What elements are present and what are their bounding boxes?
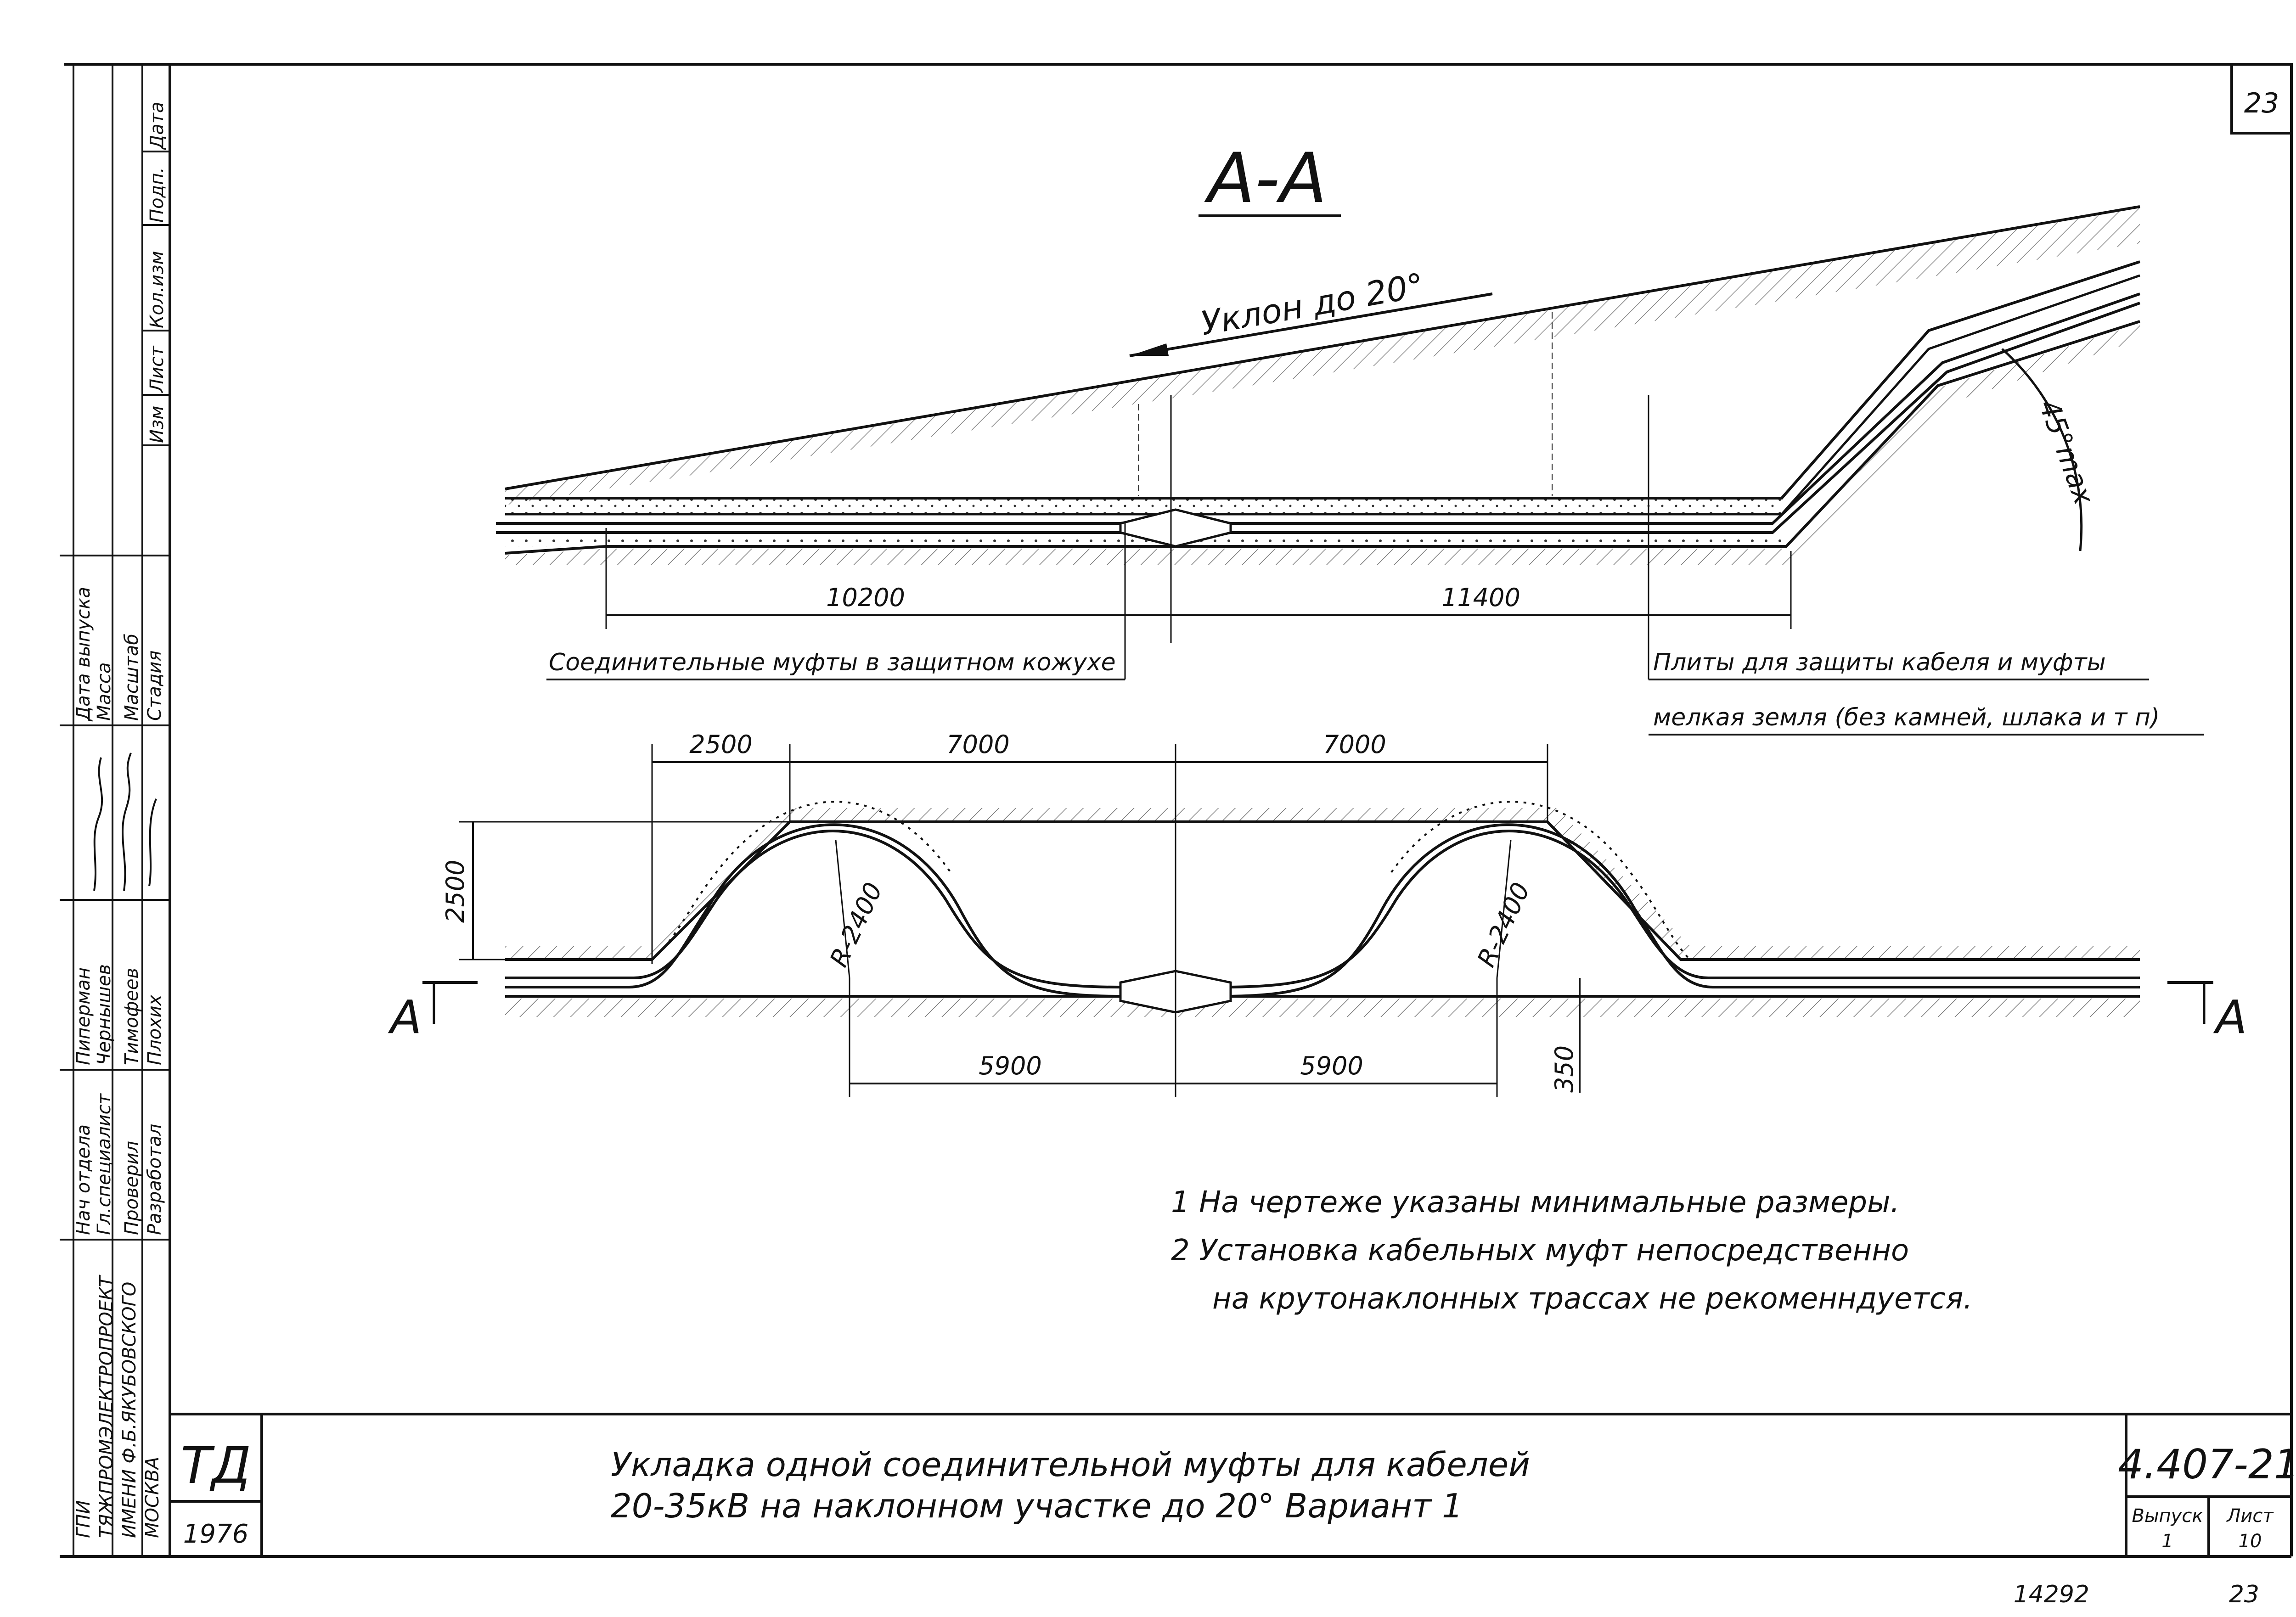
org-line1: ГПИ	[73, 1500, 94, 1538]
side-stamp	[60, 64, 171, 1556]
title-block	[170, 1413, 2291, 1556]
radius-left: R-2400	[824, 878, 888, 971]
side-stamp-text: Разработал Плохих Проверил Тимофеев Гл.с…	[73, 101, 168, 1235]
slope-arrow	[1129, 292, 1493, 357]
stamp-role-2: Проверил	[121, 1141, 142, 1235]
dim-10200: 10200	[826, 583, 905, 612]
footer-right-number: 23	[2229, 1581, 2259, 1608]
angle-arc	[2001, 348, 2083, 551]
dim-5900-right: 5900	[1300, 1051, 1363, 1080]
stamp-name-4: Пиперман	[73, 967, 94, 1065]
dim-2500-v: 2500	[441, 860, 470, 923]
label-couplings: Соединительные муфты в защитном кожухе	[549, 649, 1116, 676]
stamp-name-1: Плохих	[144, 994, 165, 1065]
cable-line	[496, 292, 2140, 525]
drawing-title-line2: 20-35кВ на наклонном участке до 20° Вари…	[611, 1487, 1463, 1525]
org-line4: МОСКВА	[142, 1457, 163, 1538]
stamp-name-3: Чернышев	[94, 964, 115, 1065]
rev-date: Дата	[146, 101, 168, 150]
rev-list: Лист	[146, 345, 168, 393]
lower-view: 2500 7000 7000 2500 R-2400 R-2400 5900 5…	[388, 730, 2247, 1097]
drawing-title-line1: Укладка одной соединительной муфты для к…	[611, 1445, 1530, 1484]
dim-2500-h: 2500	[689, 730, 752, 759]
note-1: 1 На чертеже указаны минимальные размеры…	[1171, 1185, 1900, 1219]
year: 1976	[183, 1519, 249, 1549]
rev-podp: Подп.	[146, 167, 168, 223]
dim-5900-left: 5900	[979, 1051, 1041, 1080]
section-mark-right: А	[2213, 990, 2247, 1044]
section-mark-left: А	[388, 990, 422, 1044]
dim-11400: 11400	[1441, 583, 1520, 612]
notes: 1 На чертеже указаны минимальные размеры…	[1171, 1185, 1973, 1316]
ground-hatch-top	[505, 808, 2140, 960]
dim-7000-left: 7000	[946, 730, 1009, 759]
stamp-col-mass: Масса	[94, 662, 115, 721]
label-soil: мелкая земля (без камней, шлака и т п)	[1653, 704, 2160, 731]
org-line3: ИМЕНИ Ф.Б.ЯКУБОВСКОГО	[119, 1282, 140, 1538]
issue-label: Выпуск	[2132, 1505, 2203, 1527]
trench-bottom	[505, 320, 2140, 555]
section-title: А-А	[1204, 139, 1327, 219]
footer-left-number: 14292	[2014, 1581, 2089, 1608]
radius-line	[835, 840, 850, 978]
sheet-label: Лист	[2226, 1505, 2274, 1527]
plate-line	[1390, 801, 1691, 960]
stamp-col-stage: Стадия	[144, 651, 165, 721]
signature	[122, 752, 132, 891]
plate-line	[651, 801, 951, 960]
stamp-col-date: Дата выпуска	[73, 587, 94, 722]
stamp-role-1: Разработал	[144, 1124, 165, 1235]
stamp-col-scale: Масштаб	[121, 634, 142, 721]
org-line2: ТЯЖПРОМЭЛЕКТРОПРОЕКТ	[96, 1274, 117, 1538]
slope-surface	[505, 205, 2140, 490]
stamp-role-3: Гл.специалист	[94, 1093, 115, 1235]
signature	[148, 798, 157, 887]
dim-7000-right: 7000	[1323, 730, 1386, 759]
stamp-role-4: Нач отдела	[73, 1124, 94, 1235]
drawing-code: 4.407-21	[2118, 1441, 2296, 1488]
issue-value: 1	[2161, 1531, 2173, 1552]
label-plates: Плиты для защиты кабеля и муфты	[1653, 649, 2106, 676]
sheet-value: 10	[2239, 1531, 2262, 1552]
logo: ТД	[180, 1436, 251, 1495]
signature	[93, 757, 103, 891]
coupling-casing	[1119, 508, 1232, 548]
radius-right: R-2400	[1472, 878, 1536, 971]
plate-bottom-line	[505, 274, 2140, 516]
ground-hatch-bottom	[505, 999, 2140, 1017]
slope-label: Уклон до 20°	[1198, 266, 1427, 343]
slope-hatch	[505, 207, 2140, 505]
upper-view: Уклон до 20° 45°max 10200 11400 Соединит…	[496, 205, 2204, 736]
radius-line	[1496, 840, 1512, 978]
note-3: на крутонаклонных трассах не рекоменндуе…	[1212, 1282, 1973, 1316]
rev-kol: Кол.изм	[146, 251, 168, 328]
dim-350: 350	[1550, 1045, 1579, 1093]
sheet-number: 23	[2244, 87, 2279, 119]
stamp-name-2: Тимофеев	[121, 968, 142, 1065]
slope-arrowhead	[1130, 343, 1169, 356]
organization-block: ГПИ ТЯЖПРОМЭЛЕКТРОПРОЕКТ ИМЕНИ Ф.Б.ЯКУБО…	[73, 1274, 163, 1538]
note-2: 2 Установка кабельных муфт непосредствен…	[1171, 1234, 1909, 1268]
rev-izm: Изм	[146, 406, 168, 443]
plate-top-line	[505, 260, 2140, 500]
angle-label: 45°max	[2032, 395, 2100, 509]
